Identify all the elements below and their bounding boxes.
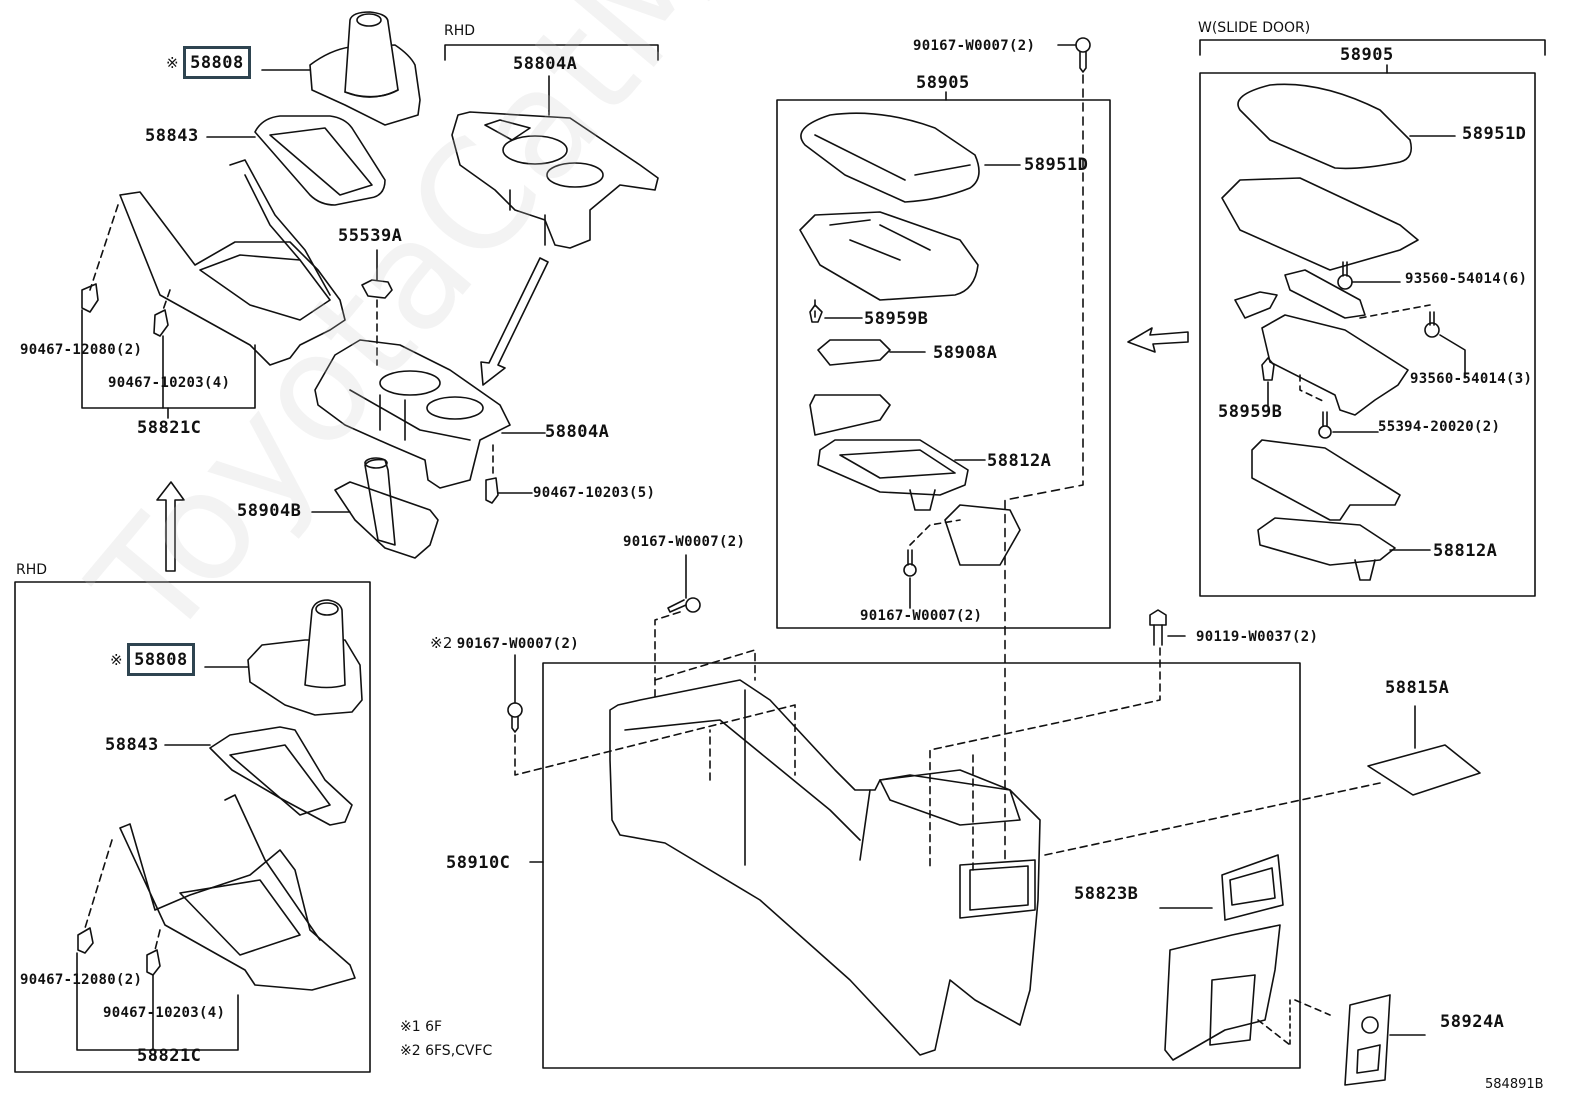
note2-mark: ※2 bbox=[430, 634, 453, 652]
armrest-base-right[interactable] bbox=[1221, 177, 1419, 271]
screw-55394[interactable] bbox=[1318, 411, 1332, 439]
part-label-90167-w0007-top[interactable]: 90167-W0007(2) bbox=[913, 38, 1036, 54]
left-arrow bbox=[1127, 327, 1189, 353]
note-mark-icon: ※ bbox=[110, 651, 124, 669]
part-label-58910c[interactable]: 58910C bbox=[446, 853, 511, 873]
clip-90467-10203-rhd[interactable] bbox=[146, 949, 161, 976]
group-label-rhd-top: RHD bbox=[444, 23, 476, 39]
part-label-58959b-mid[interactable]: 58959B bbox=[864, 309, 929, 329]
part-label-93560-54014-3[interactable]: 93560-54014(3) bbox=[1410, 371, 1533, 387]
hinge-plate[interactable] bbox=[1284, 269, 1366, 319]
part-label-58812a-right[interactable]: 58812A bbox=[1433, 541, 1498, 561]
shift-boot-top[interactable] bbox=[309, 11, 421, 126]
bracket-58908a[interactable] bbox=[817, 339, 891, 366]
part-label-58815a[interactable]: 58815A bbox=[1385, 678, 1450, 698]
lock-mechanism[interactable] bbox=[1261, 314, 1409, 416]
tray-58812a-right[interactable] bbox=[1257, 517, 1396, 581]
armrest-lid[interactable] bbox=[800, 112, 980, 203]
screw-93560-3[interactable] bbox=[1424, 311, 1440, 338]
clip-90467-12080-top[interactable] bbox=[81, 283, 99, 313]
part-label-90167-w0007-center[interactable]: 90167-W0007(2) bbox=[623, 534, 746, 550]
note-mark-icon: ※ bbox=[166, 54, 180, 72]
cup-holder-rhd[interactable] bbox=[451, 111, 659, 249]
clip-58959b-mid[interactable] bbox=[809, 304, 823, 323]
part-label-58905-mid[interactable]: 58905 bbox=[916, 73, 970, 93]
part-label-58905-right[interactable]: 58905 bbox=[1340, 45, 1394, 65]
highlighted-part-number[interactable]: 58808 bbox=[127, 643, 195, 676]
console-upper-panel-rhd[interactable] bbox=[119, 794, 356, 991]
frame-right[interactable] bbox=[1251, 439, 1401, 521]
clip-58959b-right[interactable] bbox=[1261, 357, 1275, 381]
group-label-slide-door: W(SLIDE DOOR) bbox=[1198, 20, 1311, 36]
part-label-58904b[interactable]: 58904B bbox=[237, 501, 302, 521]
part-label-58951d-right[interactable]: 58951D bbox=[1462, 124, 1527, 144]
part-label-58804a-rhd[interactable]: 58804A bbox=[513, 54, 578, 74]
shift-bezel-top[interactable] bbox=[254, 115, 386, 206]
part-label-58808-rhd[interactable]: ※58808 bbox=[110, 643, 195, 676]
shift-bezel-rhd[interactable] bbox=[209, 726, 353, 826]
part-label-58821c-top[interactable]: 58821C bbox=[137, 418, 202, 438]
part-label-90467-12080-top[interactable]: 90467-12080(2) bbox=[20, 342, 143, 358]
part-label-90119-w0037[interactable]: 90119-W0037(2) bbox=[1196, 629, 1319, 645]
bolt-90167-center[interactable] bbox=[667, 597, 701, 613]
part-label-58812a-mid[interactable]: 58812A bbox=[987, 451, 1052, 471]
part-label-58959b-right[interactable]: 58959B bbox=[1218, 402, 1283, 422]
part-label-58843-top[interactable]: 58843 bbox=[145, 126, 199, 146]
part-label-58808-top[interactable]: ※58808 bbox=[166, 46, 251, 79]
part-label-55539a[interactable]: 55539A bbox=[338, 226, 403, 246]
armrest-base[interactable] bbox=[799, 211, 979, 301]
part-label-58821c-rhd[interactable]: 58821C bbox=[137, 1046, 202, 1066]
down-left-arrow bbox=[480, 257, 549, 386]
rear-panel[interactable] bbox=[1164, 924, 1281, 1061]
armrest-lid-right[interactable] bbox=[1237, 83, 1413, 170]
part-label-90467-10203-5[interactable]: 90467-10203(5) bbox=[533, 485, 656, 501]
part-label-90467-10203-rhd[interactable]: 90467-10203(4) bbox=[103, 1005, 226, 1021]
clip-55539a[interactable] bbox=[361, 279, 393, 299]
clip-90467-12080-rhd[interactable] bbox=[77, 927, 94, 954]
shift-boot-rhd[interactable] bbox=[247, 599, 363, 716]
up-arrow bbox=[156, 481, 185, 572]
part-label-58843-rhd[interactable]: 58843 bbox=[105, 735, 159, 755]
part-label-93560-54014-6[interactable]: 93560-54014(6) bbox=[1405, 271, 1528, 287]
small-latch-right[interactable] bbox=[1234, 291, 1278, 319]
part-number[interactable]: 90167-W0007(2) bbox=[456, 636, 579, 652]
latch-bracket[interactable] bbox=[944, 504, 1021, 566]
part-label-90167-w0007-box[interactable]: 90167-W0007(2) bbox=[860, 608, 983, 624]
part-label-58804a[interactable]: 58804A bbox=[545, 422, 610, 442]
footnote-1: ※1 6F bbox=[400, 1019, 443, 1035]
bolt-90167-box[interactable] bbox=[903, 549, 917, 577]
part-label-58823b[interactable]: 58823B bbox=[1074, 884, 1139, 904]
switch-58924a[interactable] bbox=[1344, 994, 1391, 1086]
bolt-90167-top[interactable] bbox=[1075, 37, 1091, 73]
part-label-90467-12080-rhd[interactable]: 90467-12080(2) bbox=[20, 972, 143, 988]
bezel-58823b[interactable] bbox=[1221, 854, 1284, 921]
part-label-90467-10203-top[interactable]: 90467-10203(4) bbox=[108, 375, 231, 391]
part-label-55394-20020[interactable]: 55394-20020(2) bbox=[1378, 419, 1501, 435]
center-console-body[interactable] bbox=[609, 679, 1041, 1056]
bolt-90167-note2[interactable] bbox=[507, 702, 523, 733]
group-label-rhd-box: RHD bbox=[16, 562, 48, 578]
latch-part[interactable] bbox=[809, 394, 891, 436]
part-label-58908a[interactable]: 58908A bbox=[933, 343, 998, 363]
mat-58815a[interactable] bbox=[1367, 744, 1481, 796]
cup-holder[interactable] bbox=[314, 339, 511, 489]
console-upper-panel-top[interactable] bbox=[119, 159, 346, 366]
part-label-58924a[interactable]: 58924A bbox=[1440, 1012, 1505, 1032]
bolt-90119[interactable] bbox=[1149, 609, 1167, 646]
clip-90467-10203-top[interactable] bbox=[153, 309, 169, 337]
clip-90467-10203-5[interactable] bbox=[485, 477, 499, 504]
tray-58812a-mid[interactable] bbox=[817, 439, 969, 511]
footnote-2: ※2 6FS,CVFC bbox=[400, 1043, 493, 1059]
shift-boot-lower[interactable] bbox=[334, 457, 439, 559]
highlighted-part-number[interactable]: 58808 bbox=[183, 46, 251, 79]
figure-code: 584891B bbox=[1485, 1077, 1544, 1092]
part-label-58951d-mid[interactable]: 58951D bbox=[1024, 155, 1089, 175]
